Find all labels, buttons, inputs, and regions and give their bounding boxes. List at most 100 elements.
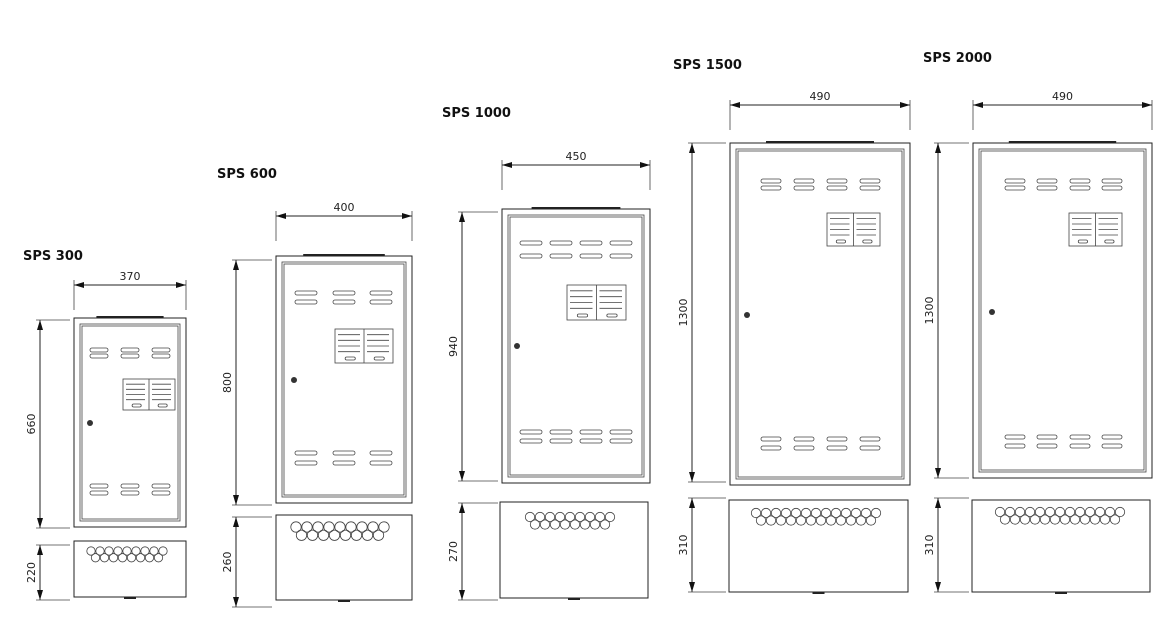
vent-slot [1069, 178, 1091, 184]
vent-slot [519, 253, 543, 259]
cable-entry-hole [830, 507, 842, 519]
cable-entry-hole [1039, 514, 1051, 525]
width-label: 370 [120, 270, 141, 283]
vent-slot [760, 178, 782, 184]
vent-slot [369, 290, 393, 296]
vent-slot [151, 490, 171, 496]
model-title: SPS 2000 [923, 51, 992, 66]
vent-slot [859, 436, 881, 442]
width-label: 490 [1052, 90, 1073, 103]
vent-slot [369, 299, 393, 305]
cable-entry-hole [126, 553, 137, 563]
cable-entry-hole [295, 529, 308, 541]
vent-slot [120, 353, 140, 359]
vent-slot [89, 490, 109, 496]
vent-slot [151, 347, 171, 353]
height-label: 1300 [923, 297, 936, 325]
vent-slot [1069, 185, 1091, 191]
cable-entry-hole [367, 521, 379, 533]
cable-entry-hole [750, 507, 762, 519]
height-label: 1300 [677, 299, 690, 327]
vent-slot [120, 483, 140, 489]
door-lock-icon [514, 343, 520, 349]
vent-slot [793, 178, 815, 184]
vent-slot [549, 429, 573, 435]
cable-entry-hole [1044, 506, 1056, 518]
vent-slot [151, 353, 171, 359]
cable-entry-hole [153, 553, 164, 563]
cabinet-door-inner [980, 150, 1145, 471]
cable-entry-hole [122, 546, 132, 556]
cable-entry-hole [549, 519, 561, 530]
cable-entry-hole [785, 515, 797, 526]
model-title: SPS 1000 [442, 106, 511, 121]
cable-entry-hole [356, 521, 368, 533]
cable-entry-hole [994, 506, 1006, 518]
cable-entry-hole [1059, 514, 1071, 525]
door-lock-icon [989, 309, 995, 315]
cable-entry-hole [1009, 514, 1021, 525]
cable-entry-hole [306, 529, 319, 541]
vent-slot [1036, 185, 1058, 191]
vent-slot [760, 445, 782, 451]
cable-entry-hole [805, 515, 817, 526]
vent-slot [760, 185, 782, 191]
cable-entry-hole [108, 553, 119, 563]
vent-slot [579, 438, 603, 444]
vent-slot [89, 347, 109, 353]
vent-slot [1004, 178, 1026, 184]
cable-entry-hole [755, 515, 767, 526]
width-label: 490 [810, 90, 831, 103]
vent-slot [1101, 178, 1123, 184]
breaker-switch [862, 239, 873, 244]
vent-slot [294, 299, 318, 305]
cable-entry-hole [117, 553, 128, 563]
vent-slot [519, 240, 543, 246]
cable-entry-hole [1074, 506, 1086, 518]
breaker-switch [344, 356, 356, 361]
cable-entry-hole [361, 529, 374, 541]
cable-entry-hole [1114, 506, 1126, 518]
base-height-label: 270 [447, 541, 460, 562]
vent-slot [826, 436, 848, 442]
cable-entry-hole [589, 519, 601, 530]
cable-entry-hole [775, 515, 787, 526]
model-title: SPS 300 [23, 249, 83, 264]
cable-entry-hole [815, 515, 827, 526]
vent-slot [793, 185, 815, 191]
cable-entry-hole [301, 521, 313, 533]
cable-entry-hole [1104, 506, 1116, 518]
vent-slot [826, 445, 848, 451]
cable-entry-hole [554, 511, 566, 523]
cabinet-door-inner [737, 150, 903, 478]
cable-entry-hole [845, 515, 857, 526]
cable-entry-hole [765, 515, 777, 526]
plinth-base [73, 540, 187, 598]
cable-entry-hole [825, 515, 837, 526]
vent-slot [579, 240, 603, 246]
vent-slot [1004, 434, 1026, 440]
vent-slot [760, 436, 782, 442]
vent-slot [1101, 443, 1123, 449]
vent-slot [332, 299, 356, 305]
cable-entry-hole [1079, 514, 1091, 525]
cabinet-door [507, 214, 645, 478]
plinth-base [499, 501, 649, 599]
cable-entry-hole [840, 507, 852, 519]
cable-entry-hole [529, 519, 541, 530]
cable-entry-hole [113, 546, 123, 556]
vent-slot [120, 490, 140, 496]
cable-entry-hole [350, 529, 363, 541]
cable-entry-hole [372, 529, 385, 541]
cable-entry-hole [135, 553, 146, 563]
cable-entry-hole [579, 519, 591, 530]
vent-slot [609, 438, 633, 444]
cable-entry-hole [604, 511, 616, 523]
cable-entry-hole [339, 529, 352, 541]
plinth-base [971, 499, 1151, 593]
cable-entry-hole [144, 553, 155, 563]
cable-entry-hole [574, 511, 586, 523]
